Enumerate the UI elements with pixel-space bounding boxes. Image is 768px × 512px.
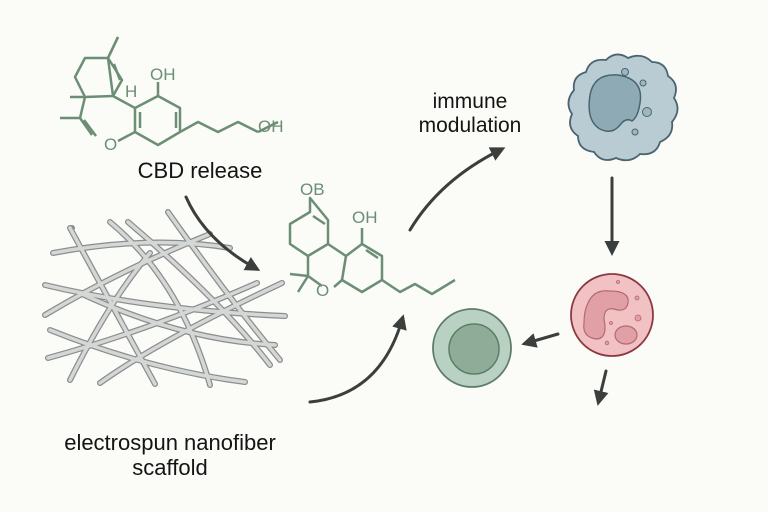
scaffold-label: electrospun nanofiber scaffold	[40, 430, 300, 481]
macrophage-cell	[567, 53, 679, 162]
cbd-oh-top: OH	[150, 65, 176, 84]
arrow-cbd-to-molecule	[184, 195, 261, 271]
immune-modulation-line2: modulation	[418, 114, 522, 138]
cbd-oh-side: OH	[258, 117, 284, 136]
cbd-o: O	[104, 135, 117, 154]
arrow-neutrophil-down	[593, 369, 609, 406]
thc-molecule	[288, 196, 456, 296]
arrows	[184, 147, 620, 406]
thc-ob: OB	[300, 180, 325, 199]
scaffold-line2: scaffold	[132, 455, 208, 481]
immune-modulation-line1: immune	[432, 90, 508, 113]
cbd-molecule	[60, 36, 279, 147]
cbd-h: H	[125, 82, 137, 101]
thc-o: O	[316, 281, 329, 300]
lymphocyte-cell	[432, 308, 512, 388]
cbd-release-label: CBD release	[137, 158, 263, 183]
neutrophil-cell	[570, 273, 654, 357]
nanofiber-scaffold	[42, 209, 288, 388]
arrow-molecule-to-immune	[408, 147, 506, 232]
scaffold-line1: electrospun nanofiber	[64, 430, 276, 455]
arrow-scaffold-to-molecule	[308, 314, 407, 404]
thc-oh: OH	[352, 208, 378, 227]
immune-modulation-label: immune modulation	[395, 90, 545, 138]
arrow-neutrophil-to-lymphocyte	[521, 332, 560, 348]
